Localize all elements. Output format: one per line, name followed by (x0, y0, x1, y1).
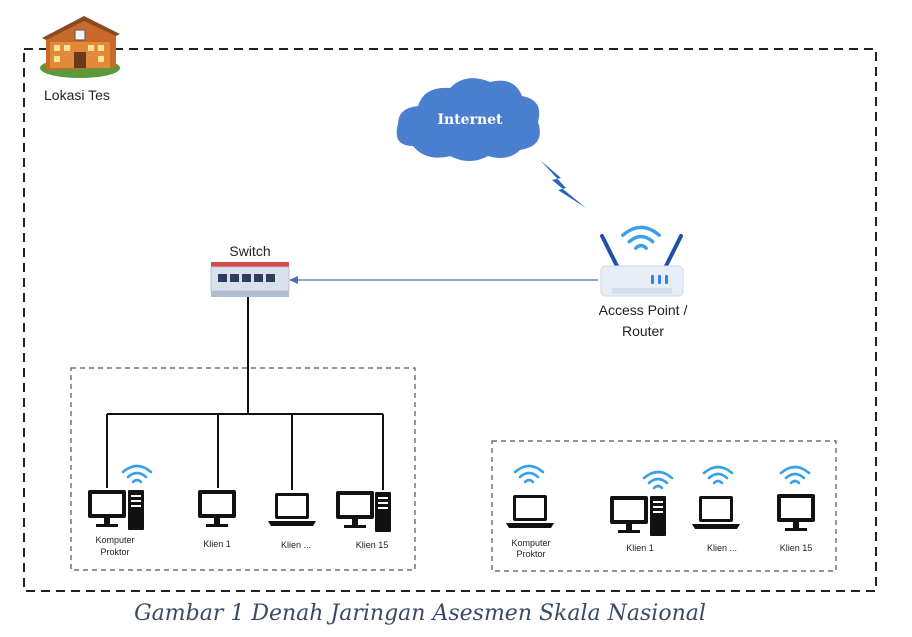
wireless-uplink-lightning-icon (540, 160, 586, 208)
wireless-client-15-monitor-icon (777, 465, 815, 531)
wired-client-1-monitor-icon (198, 490, 236, 527)
router-icon (600, 225, 684, 297)
wireless-client-dots-laptop-icon (692, 465, 740, 529)
wired-proctor-label-line2: Proktor (100, 547, 129, 557)
wired-client-1-label: Klien 1 (203, 539, 231, 549)
wireless-client-1-label: Klien 1 (626, 543, 654, 553)
wired-proctor-computer-icon (88, 464, 153, 530)
wireless-client-dots-label: Klien ... (707, 543, 737, 553)
wired-cabling (106, 297, 384, 490)
wired-client-dots-laptop-icon (268, 493, 316, 526)
router-label-line1: Access Point / (599, 302, 688, 318)
switch-label: Switch (229, 243, 270, 259)
wireless-proctor-label-line1: Komputer (511, 538, 550, 548)
wired-client-dots-label: Klien ... (281, 540, 311, 550)
wireless-clients-group (491, 440, 837, 572)
test-location-boundary (23, 48, 877, 592)
location-label: Lokasi Tes (44, 87, 110, 103)
wireless-client-1-computer-icon (610, 470, 674, 536)
wired-client-15-label: Klien 15 (356, 540, 389, 550)
figure-caption: Gambar 1 Denah Jaringan Asesmen Skala Na… (134, 601, 706, 626)
wireless-client-15-label: Klien 15 (780, 543, 813, 553)
wireless-proctor-laptop-icon (506, 464, 554, 528)
wired-clients-group (70, 367, 416, 571)
wireless-proctor-label-line2: Proktor (516, 549, 545, 559)
wired-client-15-computer-icon (336, 491, 391, 532)
wired-proctor-label-line1: Komputer (95, 535, 134, 545)
router-label-line2: Router (622, 323, 664, 339)
internet-label: Internet (437, 112, 503, 128)
school-building-icon (40, 16, 120, 78)
switch-icon (210, 262, 290, 297)
link-arrowhead (289, 276, 298, 284)
internet-cloud-icon (396, 78, 540, 161)
